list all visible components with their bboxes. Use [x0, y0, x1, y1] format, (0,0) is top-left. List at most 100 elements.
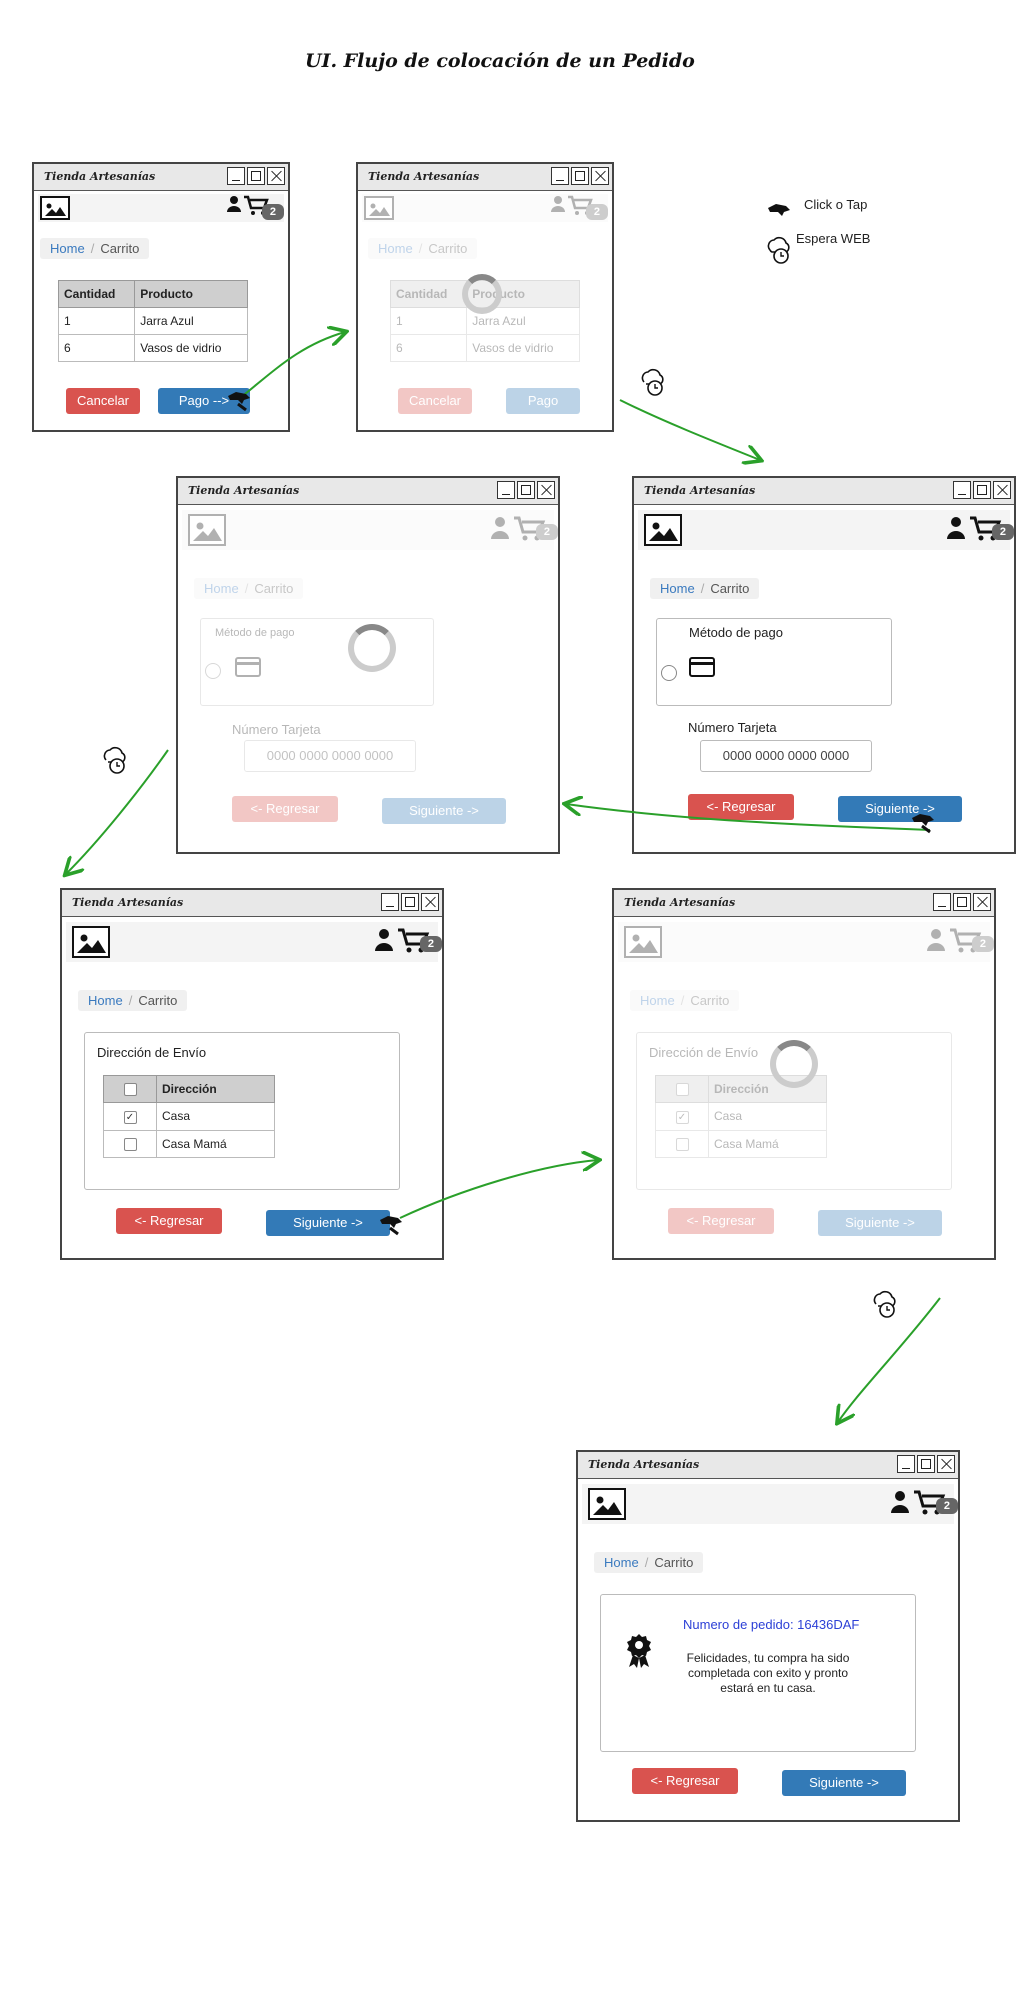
image-icon [624, 926, 662, 958]
next-button[interactable]: Siguiente -> [838, 796, 962, 822]
title-bar: Tienda Artesanías [634, 478, 1014, 505]
back-button[interactable]: <- Regresar [632, 1768, 738, 1794]
payment-method-panel: Método de pago [200, 618, 434, 706]
breadcrumb: Home/Carrito [78, 990, 188, 1011]
next-button[interactable]: Siguiente -> [266, 1210, 390, 1236]
column-header: Producto [134, 280, 248, 308]
table-row: Casa Mamá [103, 1129, 275, 1158]
maximize-button[interactable] [571, 167, 589, 185]
minimize-button[interactable] [551, 167, 569, 185]
minimize-button[interactable] [897, 1455, 915, 1473]
row-checkbox[interactable] [675, 1137, 689, 1151]
payment-method-label: Método de pago [215, 627, 295, 639]
row-checkbox[interactable] [123, 1137, 137, 1151]
card-number-input[interactable]: 0000 0000 0000 0000 [244, 740, 416, 772]
window-title: Tienda Artesanías [368, 170, 480, 183]
breadcrumb-home[interactable]: Home [604, 1555, 639, 1570]
breadcrumb-current: Carrito [710, 581, 750, 596]
table-row: ✓ Casa [103, 1102, 275, 1131]
order-number: Numero de pedido: 16436DAF [683, 1617, 860, 1632]
close-button[interactable] [537, 481, 555, 499]
breadcrumb-home[interactable]: Home [640, 993, 675, 1008]
maximize-button[interactable] [247, 167, 265, 185]
close-button[interactable] [421, 893, 439, 911]
table-row: ✓Casa [655, 1102, 827, 1131]
tap-hand-icon [768, 204, 790, 216]
navbar: 2 [582, 1484, 958, 1524]
loading-spinner [348, 624, 396, 672]
maximize-button[interactable] [917, 1455, 935, 1473]
legend-wait-label: Espera WEB [796, 231, 871, 246]
address-table: Dirección ✓ Casa Casa Mamá [103, 1074, 275, 1158]
confirmation-panel: Numero de pedido: 16436DAF Felicidades, … [600, 1594, 916, 1752]
back-button[interactable]: <- Regresar [668, 1208, 774, 1234]
window-title: Tienda Artesanías [72, 896, 184, 909]
pay-button[interactable]: Pago [506, 388, 580, 414]
cancel-button[interactable]: Cancelar [398, 388, 472, 414]
cell-product: Vasos de vidrio [466, 334, 580, 362]
breadcrumb-home[interactable]: Home [50, 241, 85, 256]
row-checkbox-checked[interactable]: ✓ [123, 1110, 137, 1124]
close-button[interactable] [591, 167, 609, 185]
card-number-input[interactable]: 0000 0000 0000 0000 [700, 740, 872, 772]
address-label: Casa [156, 1102, 275, 1131]
window-cart: Tienda Artesanías 2 Home/Carrito Cantida… [32, 162, 290, 432]
back-button[interactable]: <- Regresar [116, 1208, 222, 1234]
breadcrumb-home[interactable]: Home [660, 581, 695, 596]
breadcrumb-home[interactable]: Home [204, 581, 239, 596]
row-checkbox-checked[interactable]: ✓ [675, 1110, 689, 1124]
web-wait-icon [767, 236, 790, 264]
close-button[interactable] [937, 1455, 955, 1473]
window-confirmation: Tienda Artesanías 2 Home/Carrito Numero … [576, 1450, 960, 1822]
next-button[interactable]: Siguiente -> [818, 1210, 942, 1236]
web-wait-icon [103, 746, 126, 774]
maximize-button[interactable] [517, 481, 535, 499]
column-header: Cantidad [389, 280, 468, 308]
breadcrumb-home[interactable]: Home [88, 993, 123, 1008]
column-header: Dirección [156, 1074, 275, 1104]
minimize-button[interactable] [953, 481, 971, 499]
user-cart-icons [926, 927, 982, 960]
payment-radio[interactable] [661, 665, 677, 681]
window-title: Tienda Artesanías [188, 484, 300, 497]
minimize-button[interactable] [381, 893, 399, 911]
pay-button[interactable]: Pago --> [158, 388, 250, 414]
shipping-panel: Dirección de Envío Dirección ✓Casa Casa … [84, 1032, 400, 1190]
window-title: Tienda Artesanías [644, 484, 756, 497]
cart-count-badge: 2 [935, 1498, 958, 1514]
minimize-button[interactable] [497, 481, 515, 499]
award-icon [627, 1634, 651, 1668]
minimize-button[interactable] [227, 167, 245, 185]
maximize-button[interactable] [401, 893, 419, 911]
maximize-button[interactable] [953, 893, 971, 911]
image-icon [364, 196, 394, 220]
cancel-button[interactable]: Cancelar [66, 388, 140, 414]
window-payment: Tienda Artesanías 2 Home/Carrito Método … [632, 476, 1016, 854]
select-all-checkbox[interactable] [675, 1083, 689, 1097]
cart-count-badge: 2 [419, 936, 442, 952]
cell-quantity: 6 [389, 334, 468, 362]
next-button[interactable]: Siguiente -> [782, 1770, 906, 1796]
breadcrumb-current: Carrito [690, 993, 730, 1008]
address-label: Casa Mamá [708, 1129, 827, 1158]
web-wait-icon [873, 1290, 896, 1318]
back-button[interactable]: <- Regresar [232, 796, 338, 822]
image-icon [188, 514, 226, 546]
payment-radio[interactable] [205, 663, 221, 679]
navbar: 2 [38, 194, 284, 222]
user-cart-icons [946, 515, 1002, 548]
next-button[interactable]: Siguiente -> [382, 798, 506, 824]
close-button[interactable] [973, 893, 991, 911]
close-button[interactable] [267, 167, 285, 185]
select-all-checkbox[interactable] [123, 1083, 137, 1097]
maximize-button[interactable] [973, 481, 991, 499]
minimize-button[interactable] [933, 893, 951, 911]
window-shipping: Tienda Artesanías 2 Home/Carrito Direcci… [60, 888, 444, 1260]
breadcrumb-home[interactable]: Home [378, 241, 413, 256]
close-button[interactable] [993, 481, 1011, 499]
cell-quantity: 1 [57, 307, 136, 335]
title-bar: Tienda Artesanías [178, 478, 558, 505]
back-button[interactable]: <- Regresar [688, 794, 794, 820]
